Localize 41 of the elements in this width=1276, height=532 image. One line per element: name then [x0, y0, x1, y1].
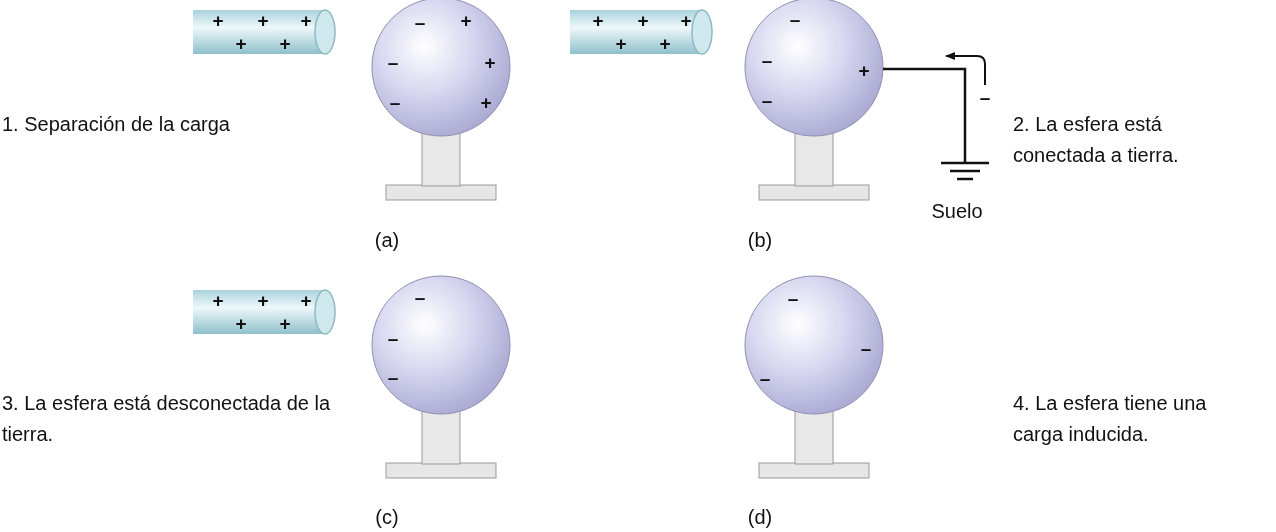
step-description: 4. La esfera tiene una carga inducida. — [1013, 391, 1208, 447]
negative-charge-sign: – — [414, 12, 426, 32]
negative-charge-sign: – — [387, 367, 399, 387]
negative-charge-sign: – — [389, 92, 401, 112]
positive-charge-sign: + — [212, 290, 224, 310]
positive-charge-sign: + — [484, 52, 496, 72]
positive-charge-sign: + — [480, 92, 492, 112]
positive-charge-sign: + — [460, 10, 472, 30]
negative-charge-sign: – — [759, 368, 771, 388]
negative-charge-sign: – — [387, 328, 399, 348]
positive-charge-sign: + — [858, 60, 870, 80]
positive-charge-sign: + — [235, 33, 247, 53]
negative-charge-sign: – — [414, 287, 426, 307]
positive-charge-sign: + — [235, 313, 247, 333]
step-description: 2. La esfera está conectada a tierra. — [1013, 112, 1180, 168]
negative-charge-sign: – — [860, 338, 872, 358]
step-description: 3. La esfera está desconectada de la tierra. — [2, 391, 331, 447]
negative-charge-sign: – — [761, 50, 773, 70]
ground-label: Suelo — [931, 201, 983, 221]
positive-charge-sign: + — [279, 33, 291, 53]
positive-charge-sign: + — [615, 33, 627, 53]
step-description: 1. Separación de la carga — [2, 112, 231, 137]
panel-label: (a) — [374, 230, 400, 250]
positive-charge-sign: + — [300, 290, 312, 310]
panel-label: (c) — [375, 507, 399, 527]
negative-charge-sign: – — [387, 52, 399, 72]
positive-charge-sign: + — [212, 10, 224, 30]
positive-charge-sign: + — [592, 10, 604, 30]
positive-charge-sign: + — [680, 10, 692, 30]
negative-charge-sign: – — [761, 90, 773, 110]
negative-charge-sign: – — [979, 87, 991, 107]
positive-charge-sign: + — [637, 10, 649, 30]
panel-label: (d) — [747, 507, 773, 527]
negative-charge-sign: – — [787, 288, 799, 308]
negative-charge-sign: – — [789, 9, 801, 29]
panel-label: (b) — [747, 230, 773, 250]
positive-charge-sign: + — [659, 33, 671, 53]
positive-charge-sign: + — [257, 10, 269, 30]
positive-charge-sign: + — [300, 10, 312, 30]
positive-charge-sign: + — [279, 313, 291, 333]
positive-charge-sign: + — [257, 290, 269, 310]
